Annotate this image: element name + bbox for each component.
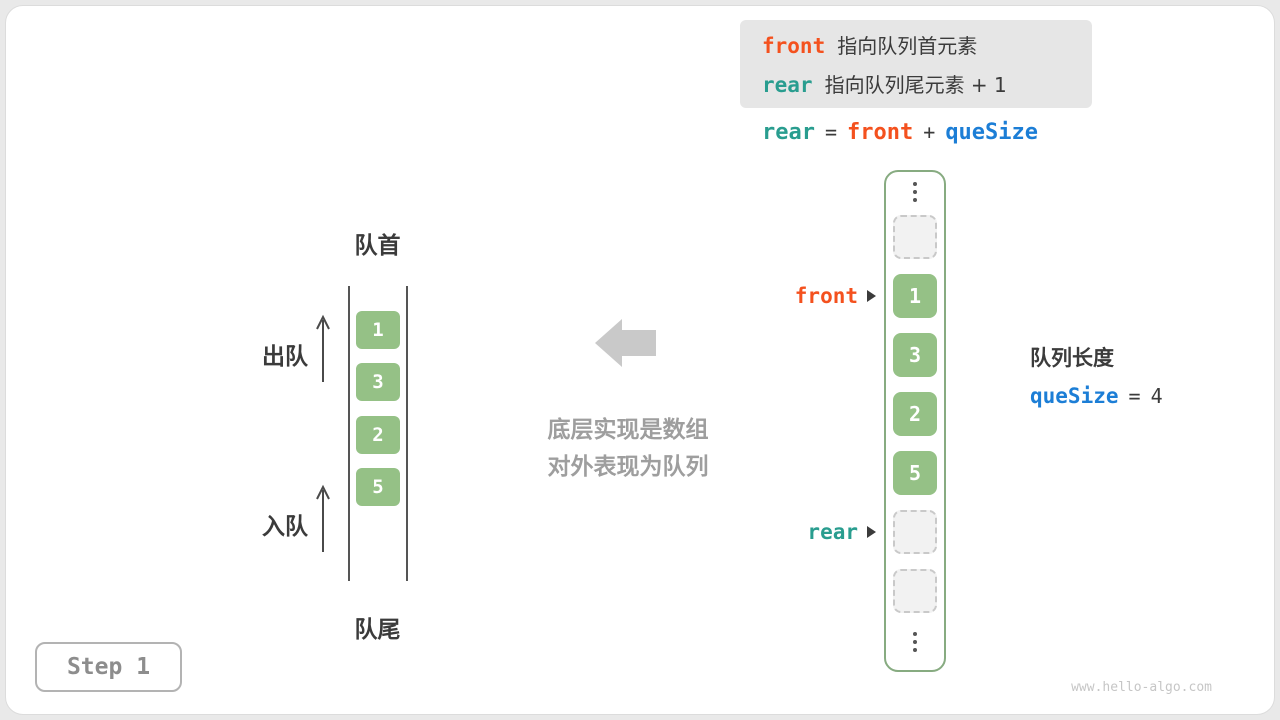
legend-front-text: 指向队列首元素 — [837, 34, 978, 58]
rear-keyword: rear — [762, 73, 813, 97]
queue-length-label: 队列长度 — [1030, 346, 1114, 370]
step-badge: Step 1 — [35, 642, 182, 692]
quesize-equals: = — [1128, 384, 1141, 408]
queue-right-wall — [406, 286, 408, 581]
formula-front: front — [847, 120, 914, 145]
big-left-arrow-icon — [595, 319, 656, 367]
dequeue-label: 出队 — [262, 344, 308, 370]
dequeue-up-arrow-icon — [316, 314, 330, 382]
array-cell: 2 — [893, 392, 937, 436]
big-left-arrow-head — [595, 319, 622, 367]
formula-plus: + — [923, 120, 936, 144]
array-container: 1 3 2 5 — [884, 170, 946, 672]
queue-length-info: 队列长度 queSize = 4 — [1030, 342, 1163, 408]
big-left-arrow-bar — [622, 330, 656, 356]
front-pointer: front — [660, 282, 876, 310]
formula: rear = front + queSize — [762, 120, 1038, 145]
array-cell-empty — [893, 215, 937, 259]
array-cell-empty — [893, 569, 937, 613]
array-cell: 5 — [893, 451, 937, 495]
queue-cell: 1 — [356, 311, 400, 349]
formula-equals: = — [824, 120, 838, 144]
caption-line-2: 对外表现为队列 — [547, 454, 709, 480]
rear-pointer-label: rear — [807, 520, 858, 544]
legend-line-front: front 指向队列首元素 — [762, 30, 1092, 59]
pointer-arrow-icon — [867, 290, 876, 302]
front-keyword: front — [762, 34, 826, 58]
quesize-var: queSize — [1030, 384, 1119, 408]
legend-box: front 指向队列首元素 rear 指向队列尾元素 + 1 — [740, 20, 1092, 108]
watermark: www.hello-algo.com — [1071, 680, 1212, 695]
caption-line-1: 底层实现是数组 — [547, 417, 709, 443]
array-cell: 1 — [893, 274, 937, 318]
ellipsis-bottom-icon — [886, 632, 944, 652]
front-pointer-label: front — [794, 284, 858, 308]
queue-cell: 2 — [356, 416, 400, 454]
quesize-value: 4 — [1150, 384, 1163, 408]
quesize-equation: queSize = 4 — [1030, 384, 1163, 408]
enqueue-up-arrow-icon — [316, 484, 330, 552]
legend-rear-text: 指向队列尾元素 + 1 — [824, 73, 1007, 97]
queue-cell: 3 — [356, 363, 400, 401]
ellipsis-top-icon — [886, 182, 944, 202]
center-caption: 底层实现是数组 对外表现为队列 — [498, 412, 758, 486]
pointer-arrow-icon — [867, 526, 876, 538]
queue-rear-label: 队尾 — [354, 617, 401, 643]
array-cell-empty — [893, 510, 937, 554]
formula-quesize: queSize — [945, 120, 1039, 145]
enqueue-label: 入队 — [262, 514, 308, 540]
formula-rear: rear — [762, 120, 815, 145]
sheet-background — [5, 5, 1275, 715]
legend-line-rear: rear 指向队列尾元素 + 1 — [762, 69, 1092, 98]
rear-pointer: rear — [660, 518, 876, 546]
queue-front-label: 队首 — [354, 233, 401, 259]
queue-left-wall — [348, 286, 350, 581]
array-cell: 3 — [893, 333, 937, 377]
queue-cell: 5 — [356, 468, 400, 506]
